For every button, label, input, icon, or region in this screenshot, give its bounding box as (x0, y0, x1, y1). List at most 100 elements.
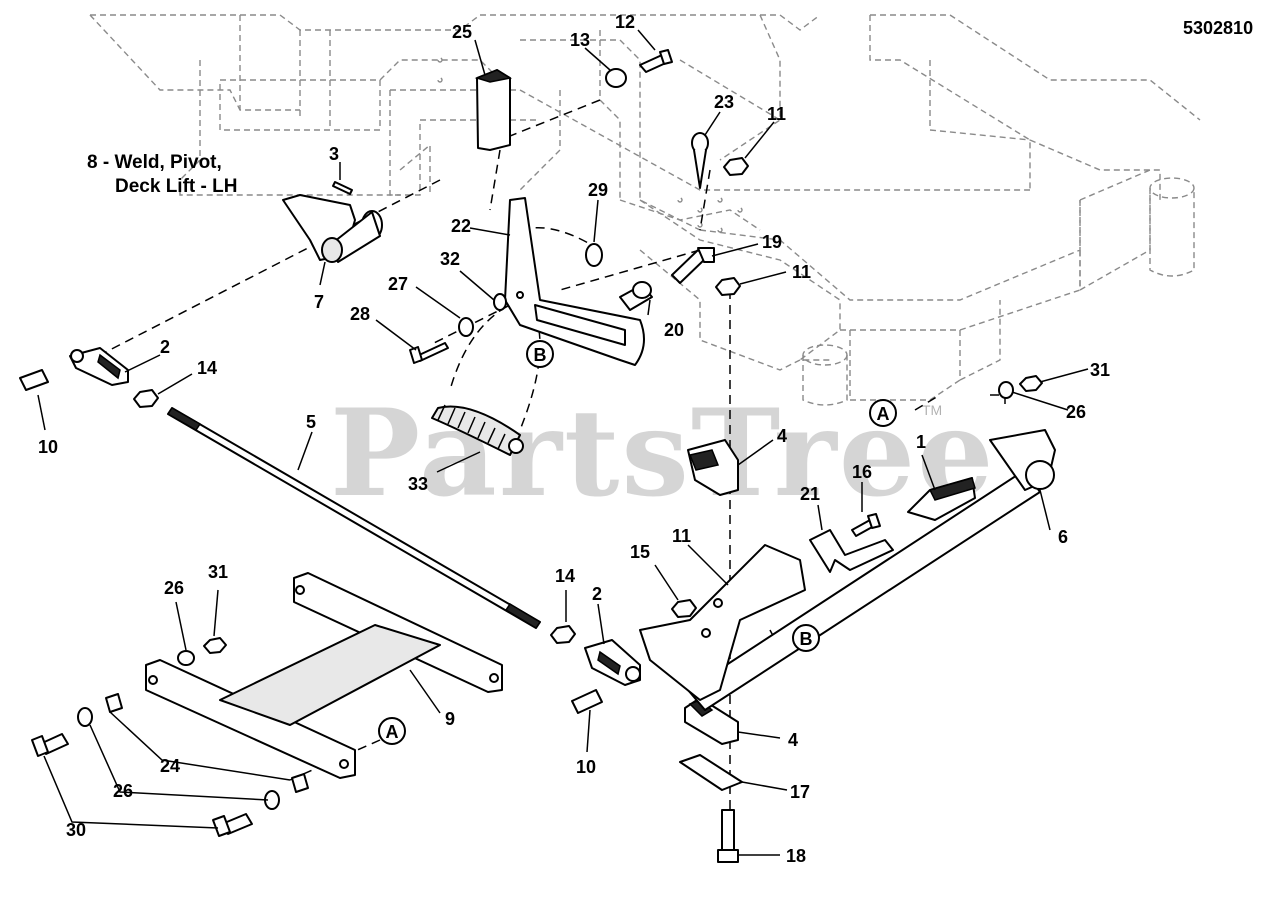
part-11-nut-top[interactable] (723, 157, 749, 176)
part-21-bracket[interactable] (809, 529, 894, 573)
part-28-bolt[interactable] (409, 342, 449, 364)
ref-marker-b-lower: B (792, 624, 820, 652)
ref-marker-b-upper: B (526, 340, 554, 368)
callout-13: 13 (570, 30, 590, 50)
callouts: 25 13 12 23 11 3 7 22 29 19 11 27 32 28 … (38, 12, 1110, 866)
part-14-nut-left[interactable] (133, 389, 159, 408)
callout-24: 24 (160, 756, 180, 776)
callout-26-top: 26 (164, 578, 184, 598)
callout-23: 23 (714, 92, 734, 112)
part-7-bracket[interactable] (282, 194, 383, 263)
callout-29: 29 (588, 180, 608, 200)
callout-15: 15 (630, 542, 650, 562)
callout-14-left: 14 (197, 358, 217, 378)
callout-25: 25 (452, 22, 472, 42)
part-32-spacer[interactable] (493, 293, 507, 311)
callout-20: 20 (664, 320, 684, 340)
callout-3: 3 (329, 144, 339, 164)
callout-10-right: 10 (576, 757, 596, 777)
callout-33: 33 (408, 474, 428, 494)
part-29-washer[interactable] (585, 243, 603, 267)
part-23-clip[interactable] (691, 132, 709, 189)
callout-9: 9 (445, 709, 455, 729)
part-24-spacer-b[interactable] (291, 773, 309, 793)
part-1-handle-tip[interactable] (907, 477, 976, 521)
assembly-lines (99, 99, 1006, 840)
part-20-bushing[interactable] (619, 281, 653, 311)
part-9-plate-assembly[interactable] (145, 572, 503, 779)
part-30-bolt-a[interactable] (31, 733, 69, 757)
callout-21: 21 (800, 484, 820, 504)
callout-26-right: 26 (1066, 402, 1086, 422)
callout-28: 28 (350, 304, 370, 324)
callout-17: 17 (790, 782, 810, 802)
part-33-spring[interactable] (431, 404, 524, 456)
part-10-pin-right[interactable] (571, 689, 603, 714)
part-10-pin-left[interactable] (19, 369, 49, 391)
part-24-spacer-a[interactable] (105, 693, 123, 713)
frame-holes (437, 57, 743, 233)
part-3-pin[interactable] (332, 181, 353, 195)
part-2-yoke-right[interactable] (584, 639, 641, 686)
ref-marker-a-left: A (378, 717, 406, 745)
callout-1: 1 (916, 432, 926, 452)
part-4-block-upper[interactable] (687, 439, 739, 496)
part-26-washer-b[interactable] (77, 707, 93, 727)
svg-text:A: A (386, 722, 399, 742)
callout-32: 32 (440, 249, 460, 269)
svg-text:B: B (534, 345, 547, 365)
watermark-tm: TM (922, 402, 942, 418)
callout-5: 5 (306, 412, 316, 432)
callout-31-right: 31 (1090, 360, 1110, 380)
part-14-nut-right[interactable] (550, 625, 576, 644)
part-25-grip[interactable] (474, 69, 513, 151)
part-22-lever[interactable] (504, 197, 645, 366)
part-30-bolt-b[interactable] (212, 813, 253, 837)
part-12-bolt[interactable] (639, 49, 673, 73)
part-16-bolt[interactable] (851, 513, 881, 537)
part-11-nut-mid[interactable] (715, 277, 741, 296)
part-6-shaft-weld[interactable] (639, 429, 1056, 711)
part-13-washer[interactable] (605, 68, 627, 88)
title-label-line1: 8 - Weld, Pivot, (87, 152, 222, 173)
part-31-nut-b[interactable] (1019, 375, 1043, 392)
part-4-block-lower[interactable] (684, 697, 739, 745)
part-15-nut[interactable] (671, 599, 697, 618)
part-2-yoke-left[interactable] (69, 347, 129, 386)
part-19-bolt[interactable] (671, 247, 715, 284)
part-17-plate[interactable] (679, 754, 743, 791)
callout-18: 18 (786, 846, 806, 866)
watermark-text: PartsTree (330, 383, 995, 524)
part-26-washer-a[interactable] (177, 650, 195, 666)
diagram-id: 5302810 (1183, 18, 1253, 38)
part-18-bolt[interactable] (717, 809, 739, 863)
callout-4-lower: 4 (788, 730, 798, 750)
callout-2-left: 2 (160, 337, 170, 357)
callout-26-mid: 26 (113, 781, 133, 801)
callout-11-low: 11 (672, 526, 691, 546)
frame-background (89, 14, 1201, 406)
callout-14-right: 14 (555, 566, 575, 586)
callout-11-top: 11 (767, 104, 786, 124)
callout-19: 19 (762, 232, 782, 252)
callout-4-upper: 4 (777, 426, 787, 446)
part-27-washer[interactable] (458, 317, 474, 337)
svg-text:B: B (800, 629, 813, 649)
ref-marker-a-right: A (869, 399, 897, 427)
part-5-rod[interactable] (166, 407, 542, 630)
title-label-line2: Deck Lift - LH (115, 176, 237, 197)
callout-7: 7 (314, 292, 324, 312)
callout-6: 6 (1058, 527, 1068, 547)
callout-12: 12 (615, 12, 635, 32)
callout-10-left: 10 (38, 437, 58, 457)
callout-31-left: 31 (208, 562, 228, 582)
leader-lines (37, 29, 1089, 856)
part-31-nut-a[interactable] (203, 637, 227, 654)
callout-27: 27 (388, 274, 408, 294)
part-26-washer-d[interactable] (998, 381, 1014, 399)
callout-16: 16 (852, 462, 872, 482)
callout-30: 30 (66, 820, 86, 840)
callout-2-right: 2 (592, 584, 602, 604)
svg-text:A: A (877, 404, 890, 424)
